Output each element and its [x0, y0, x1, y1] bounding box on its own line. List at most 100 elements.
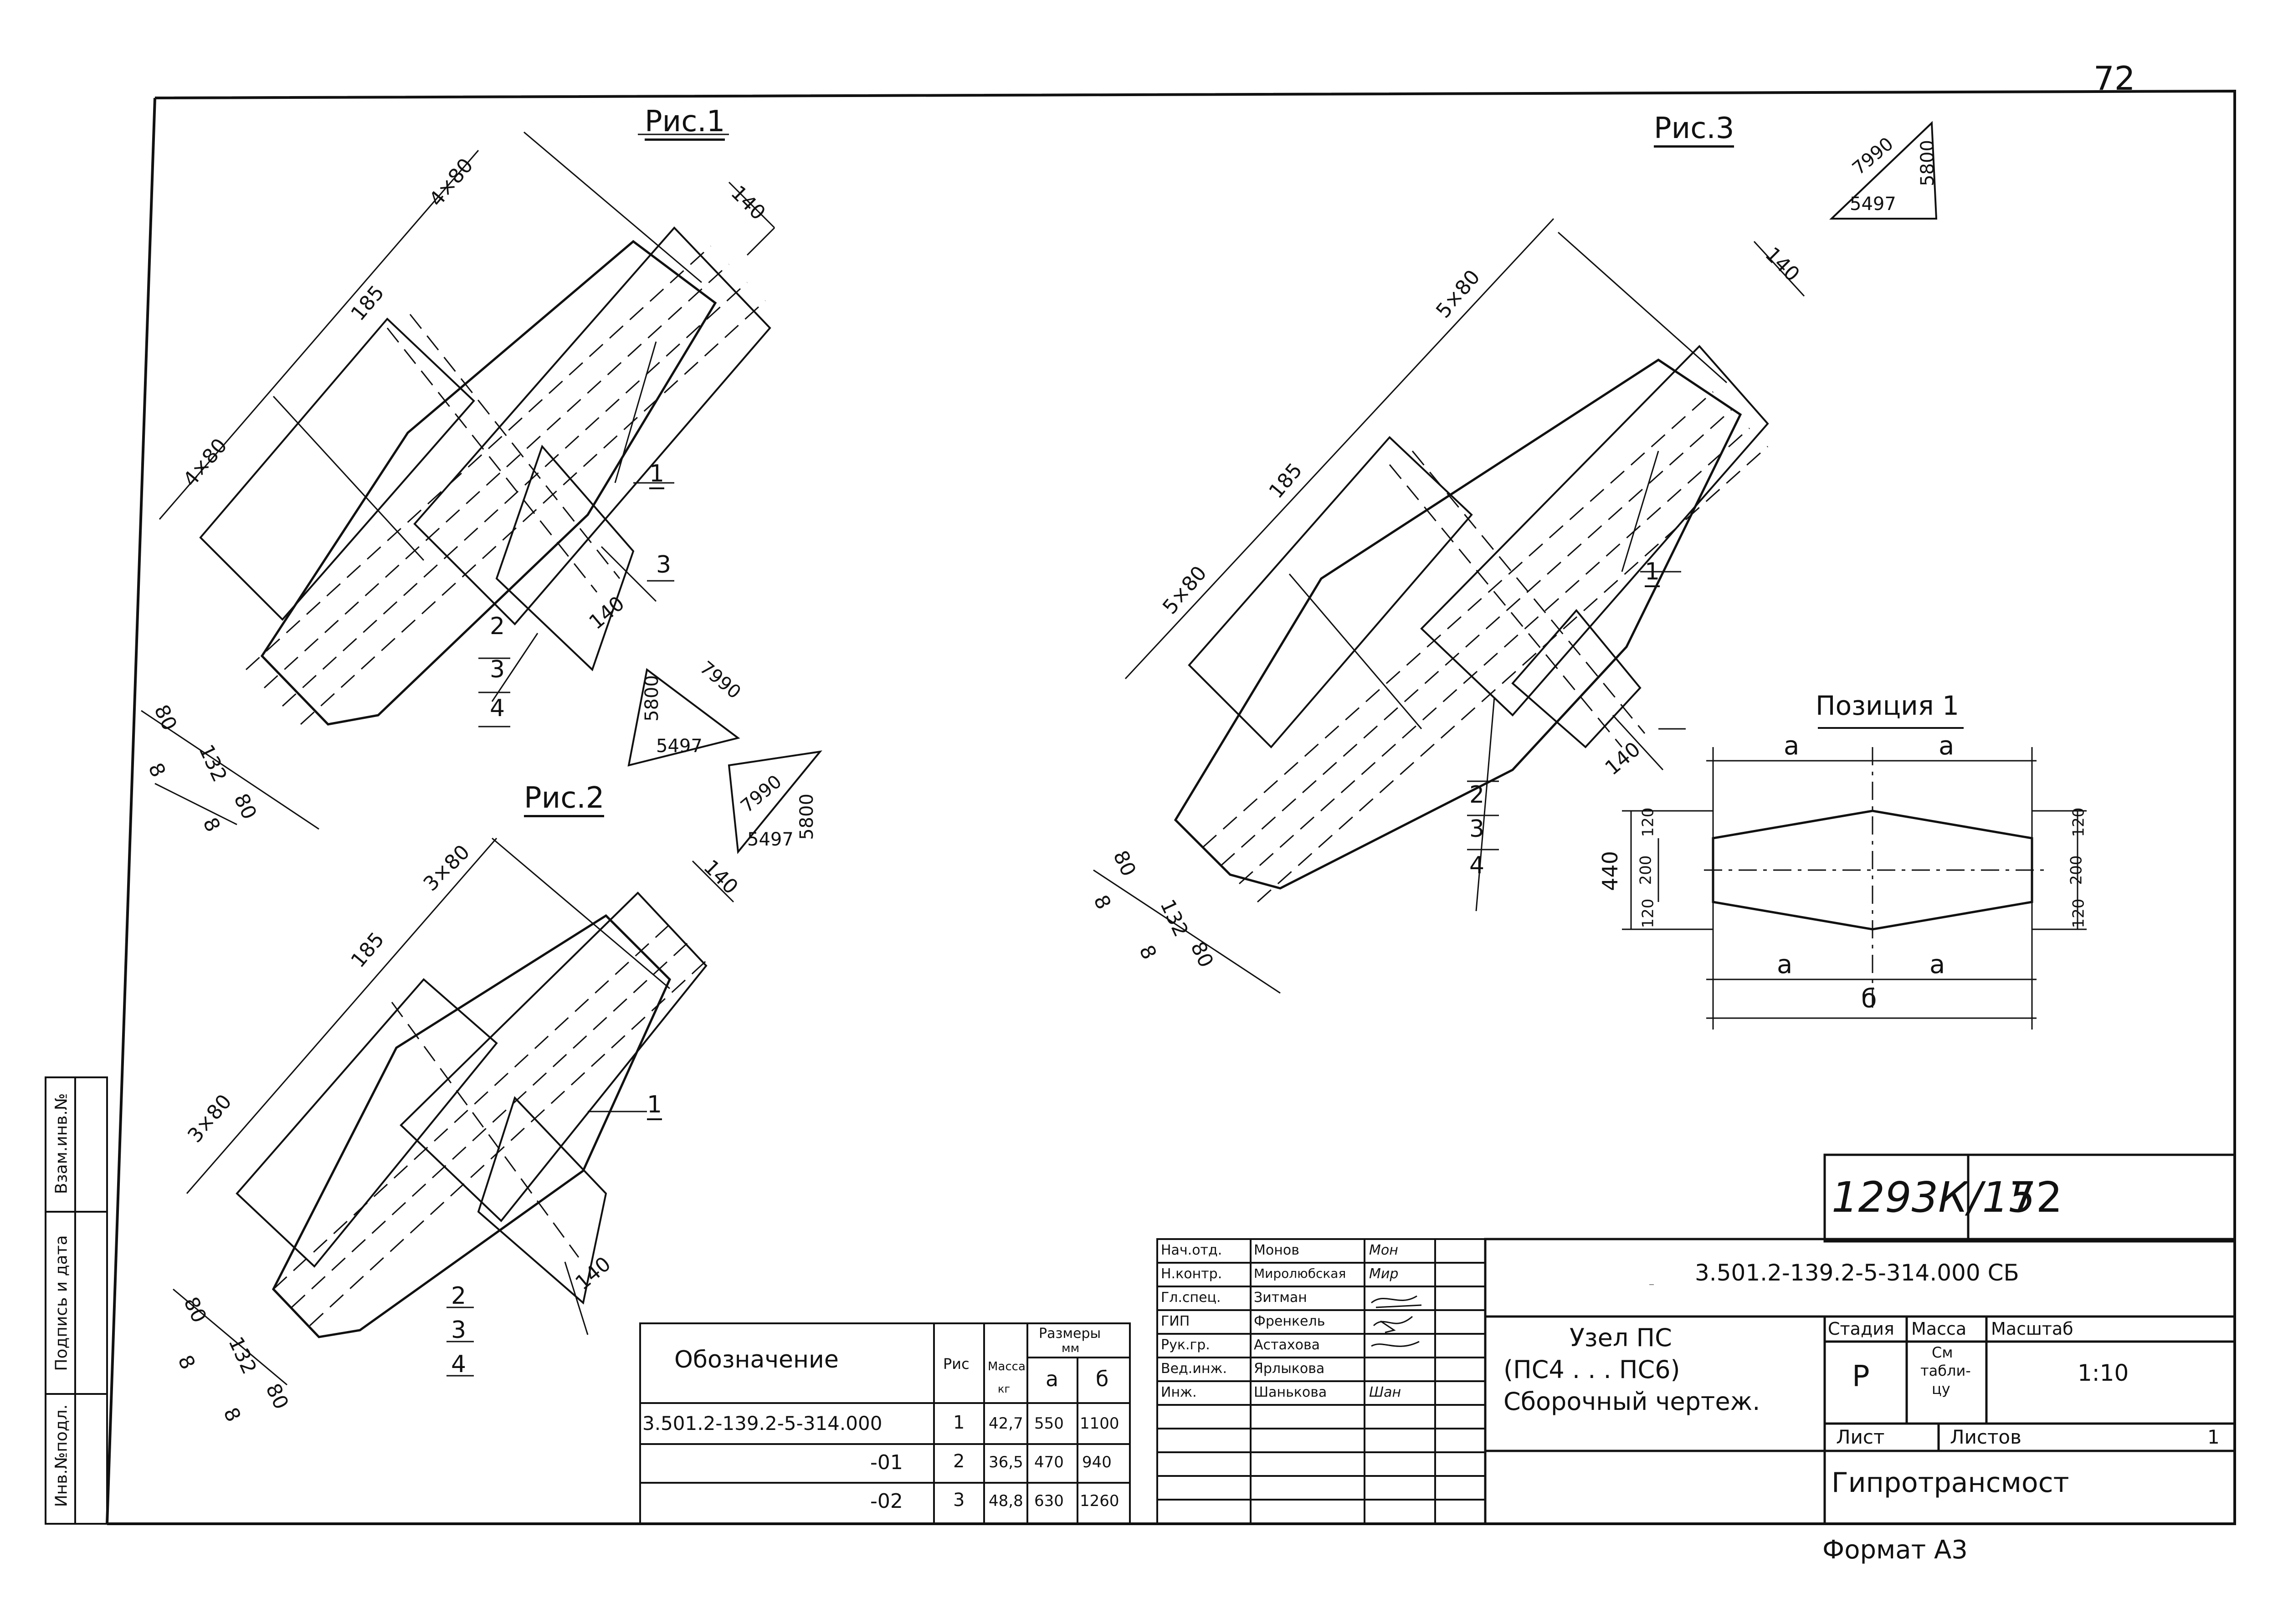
- sheets-label: Листов: [1950, 1426, 2021, 1448]
- sheet-frame: [107, 89, 2236, 1525]
- fig1-callout: 4: [490, 695, 505, 722]
- side-stamp-grid: [45, 1076, 108, 1525]
- sheets-value: 1: [2207, 1426, 2220, 1448]
- paper-format: Формат А3: [1822, 1535, 1968, 1565]
- position1-dim-right-top: 120: [2069, 807, 2088, 837]
- spec-row-fig: 1: [953, 1412, 965, 1433]
- mass-value-3: цу: [1932, 1380, 1950, 1398]
- title-line-3: Сборочный чертеж.: [1503, 1387, 1760, 1416]
- side-stamp-replacement: Взам.инв.№: [52, 1093, 71, 1194]
- spec-header-col-b: б: [1096, 1367, 1109, 1391]
- position1-dim-right-mid: 200: [2067, 855, 2086, 885]
- spec-row-designation: -01: [870, 1451, 903, 1474]
- spec-header-designation: Обозначение: [674, 1346, 839, 1373]
- fig1-callout: 3: [490, 656, 505, 683]
- fig1-callout: 1: [649, 460, 665, 489]
- position1-dim-height: 440: [1597, 851, 1622, 891]
- fig3-triangle-base: 5497: [1850, 194, 1896, 215]
- spec-header-col-a: а: [1046, 1367, 1059, 1391]
- handwritten-signatures: [1371, 1295, 1422, 1347]
- sign-role: Инж.: [1161, 1384, 1197, 1400]
- spec-row-designation: 3.501.2-139.2-5-314.000: [642, 1412, 882, 1434]
- fig2-gusset: [173, 750, 822, 1386]
- signature-grid: [1156, 1238, 1486, 1525]
- sheet-number: 72: [2009, 1173, 2063, 1222]
- side-stamp-signature-date: Подпись и дата: [52, 1235, 71, 1371]
- spec-row-a: 630: [1034, 1492, 1064, 1510]
- mass-value-1: См: [1932, 1344, 1953, 1361]
- fig3-callout: 2: [1469, 781, 1485, 809]
- mass-value-2: табли-: [1920, 1362, 1971, 1379]
- sign-name: Зитман: [1254, 1290, 1307, 1306]
- sign-role: Рук.гр.: [1161, 1337, 1210, 1353]
- fig2-title: Рис.2: [524, 781, 605, 817]
- fig1-triangle-vert: 5800: [641, 675, 662, 722]
- fig3-triangle-vert: 5800: [1917, 140, 1938, 186]
- title-line-1: Узел ПС: [1570, 1323, 1672, 1352]
- stage-label: Стадия: [1828, 1319, 1894, 1339]
- position1-plate: [1622, 727, 2087, 1285]
- fig2-callout: 4: [451, 1351, 467, 1378]
- fig1-triangle-base: 5497: [656, 736, 703, 757]
- sign-name: Монов: [1254, 1242, 1299, 1258]
- position1-dim-left-top: 120: [1639, 807, 1657, 837]
- spec-row-a: 470: [1034, 1453, 1064, 1471]
- spec-row-mass: 48,8: [989, 1492, 1023, 1510]
- sign-name: Френкель: [1254, 1313, 1325, 1329]
- spec-header-mass-unit: кг: [998, 1383, 1011, 1395]
- sign-role: Вед.инж.: [1161, 1361, 1227, 1377]
- side-stamp-inv-number: Инв.№подл.: [52, 1404, 71, 1507]
- sign-role: Нач.отд.: [1161, 1242, 1222, 1258]
- fig1-callout: 2: [490, 613, 505, 640]
- fig1-title: Рис.1: [645, 105, 725, 141]
- sign-signature: Мон: [1369, 1242, 1398, 1258]
- fig2-triangle-base: 5497: [747, 829, 794, 850]
- position1-dim-right-bottom: 120: [2069, 898, 2088, 928]
- position1-dim-top-left: a: [1784, 731, 1800, 761]
- fig3-callout: 4: [1469, 852, 1485, 879]
- position1-title: Позиция 1: [1816, 690, 1960, 721]
- position1-dim-total: б: [1861, 984, 1877, 1014]
- fig3-callout: 3: [1469, 815, 1485, 843]
- fig1-gusset: [141, 131, 775, 830]
- document-code: 3.501.2-139.2-5-314.000 СБ: [1695, 1260, 2019, 1286]
- album-number: 1293К/15: [1832, 1173, 2036, 1222]
- spec-row-fig: 2: [953, 1451, 965, 1472]
- spec-row-a: 550: [1034, 1414, 1064, 1433]
- spec-row-mass: 42,7: [989, 1414, 1023, 1433]
- spec-header-sizes: Размеры: [1039, 1326, 1101, 1342]
- fig3-gusset: [1093, 121, 1938, 994]
- fig2-callout: 2: [451, 1282, 467, 1310]
- title-line-2: (ПС4 . . . ПС6): [1503, 1355, 1680, 1384]
- spec-row-b: 1100: [1080, 1414, 1119, 1433]
- sheet-frame-left: [106, 97, 156, 1524]
- stage-value: Р: [1852, 1360, 1870, 1393]
- spec-header-mass: Масса: [988, 1360, 1026, 1373]
- sign-role: Гл.спец.: [1161, 1290, 1221, 1306]
- fig3-title: Рис.3: [1654, 112, 1734, 148]
- sign-role: ГИП: [1161, 1313, 1190, 1329]
- sign-signature: Шан: [1369, 1384, 1401, 1400]
- sign-name: Ярлыкова: [1254, 1361, 1325, 1377]
- title-block-grid: [1484, 1153, 2236, 1525]
- fig2-callout: 3: [451, 1317, 467, 1344]
- position1-dim-bottom-left: a: [1777, 950, 1793, 979]
- position1-dim-left-mid: 200: [1637, 855, 1655, 885]
- fig2-callout: 1: [647, 1091, 662, 1120]
- spec-row-fig: 3: [953, 1490, 965, 1511]
- fig2-triangle-vert: 5800: [796, 794, 817, 840]
- sign-name: Астахова: [1254, 1337, 1320, 1353]
- position1-dim-left-bottom: 120: [1639, 898, 1657, 928]
- sheet-label: Лист: [1836, 1426, 1885, 1448]
- fig1-callout: 3: [656, 551, 672, 579]
- sign-role: Н.контр.: [1161, 1266, 1222, 1282]
- spec-header-fig: Рис: [943, 1355, 970, 1373]
- spec-row-b: 1260: [1080, 1492, 1119, 1510]
- spec-table-grid: [639, 1322, 1131, 1525]
- sign-name: Шанькова: [1254, 1384, 1327, 1400]
- spec-row-designation: -02: [870, 1490, 903, 1513]
- sign-signature: Мир: [1369, 1266, 1399, 1282]
- scale-value: 1:10: [2078, 1360, 2129, 1386]
- spec-row-b: 940: [1082, 1453, 1112, 1471]
